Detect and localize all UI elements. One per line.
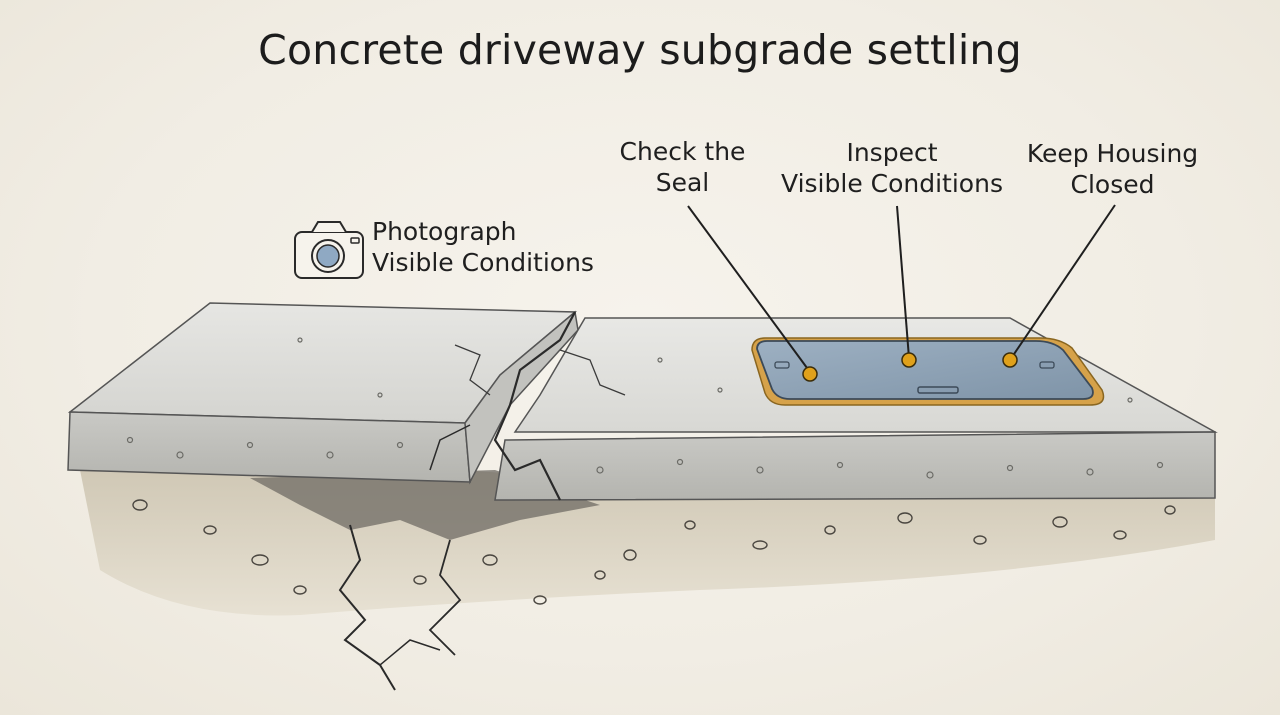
seal-leader-line [687,205,811,373]
callout-line: Seal [655,168,710,197]
seal-marker [802,366,818,382]
callout-check-seal: Check the Seal [605,136,760,198]
soil-pebbles [132,499,1176,605]
inspect-marker [901,352,917,368]
soil-crack [428,539,462,656]
callout-line: Check the [619,137,746,166]
left-slab-face [67,411,471,483]
keep-marker [1002,352,1018,368]
photo-note-line: Photograph [372,217,517,246]
callout-line: Visible Conditions [781,169,1003,198]
photo-note-line: Visible Conditions [372,248,594,277]
joint-crack [493,311,576,501]
keep-leader-line [1009,204,1116,361]
photo-note: Photograph Visible Conditions [372,216,612,278]
soil-crack [379,639,441,666]
callout-line: Closed [1070,170,1155,199]
inspect-leader-line [896,205,910,359]
camera-icon [294,221,364,279]
slab-crack [559,349,626,396]
callout-inspect-visible: Inspect Visible Conditions [772,137,1012,199]
aggregate-specks [126,337,1164,479]
callout-keep-housing-closed: Keep Housing Closed [1020,138,1205,200]
callout-line: Inspect [846,138,938,167]
diagram-title: Concrete driveway subgrade settling [258,26,1022,74]
slab-crack [454,344,491,396]
right-slab-face [494,431,1216,501]
callout-line: Keep Housing [1026,139,1199,168]
slab-crack [429,424,471,471]
